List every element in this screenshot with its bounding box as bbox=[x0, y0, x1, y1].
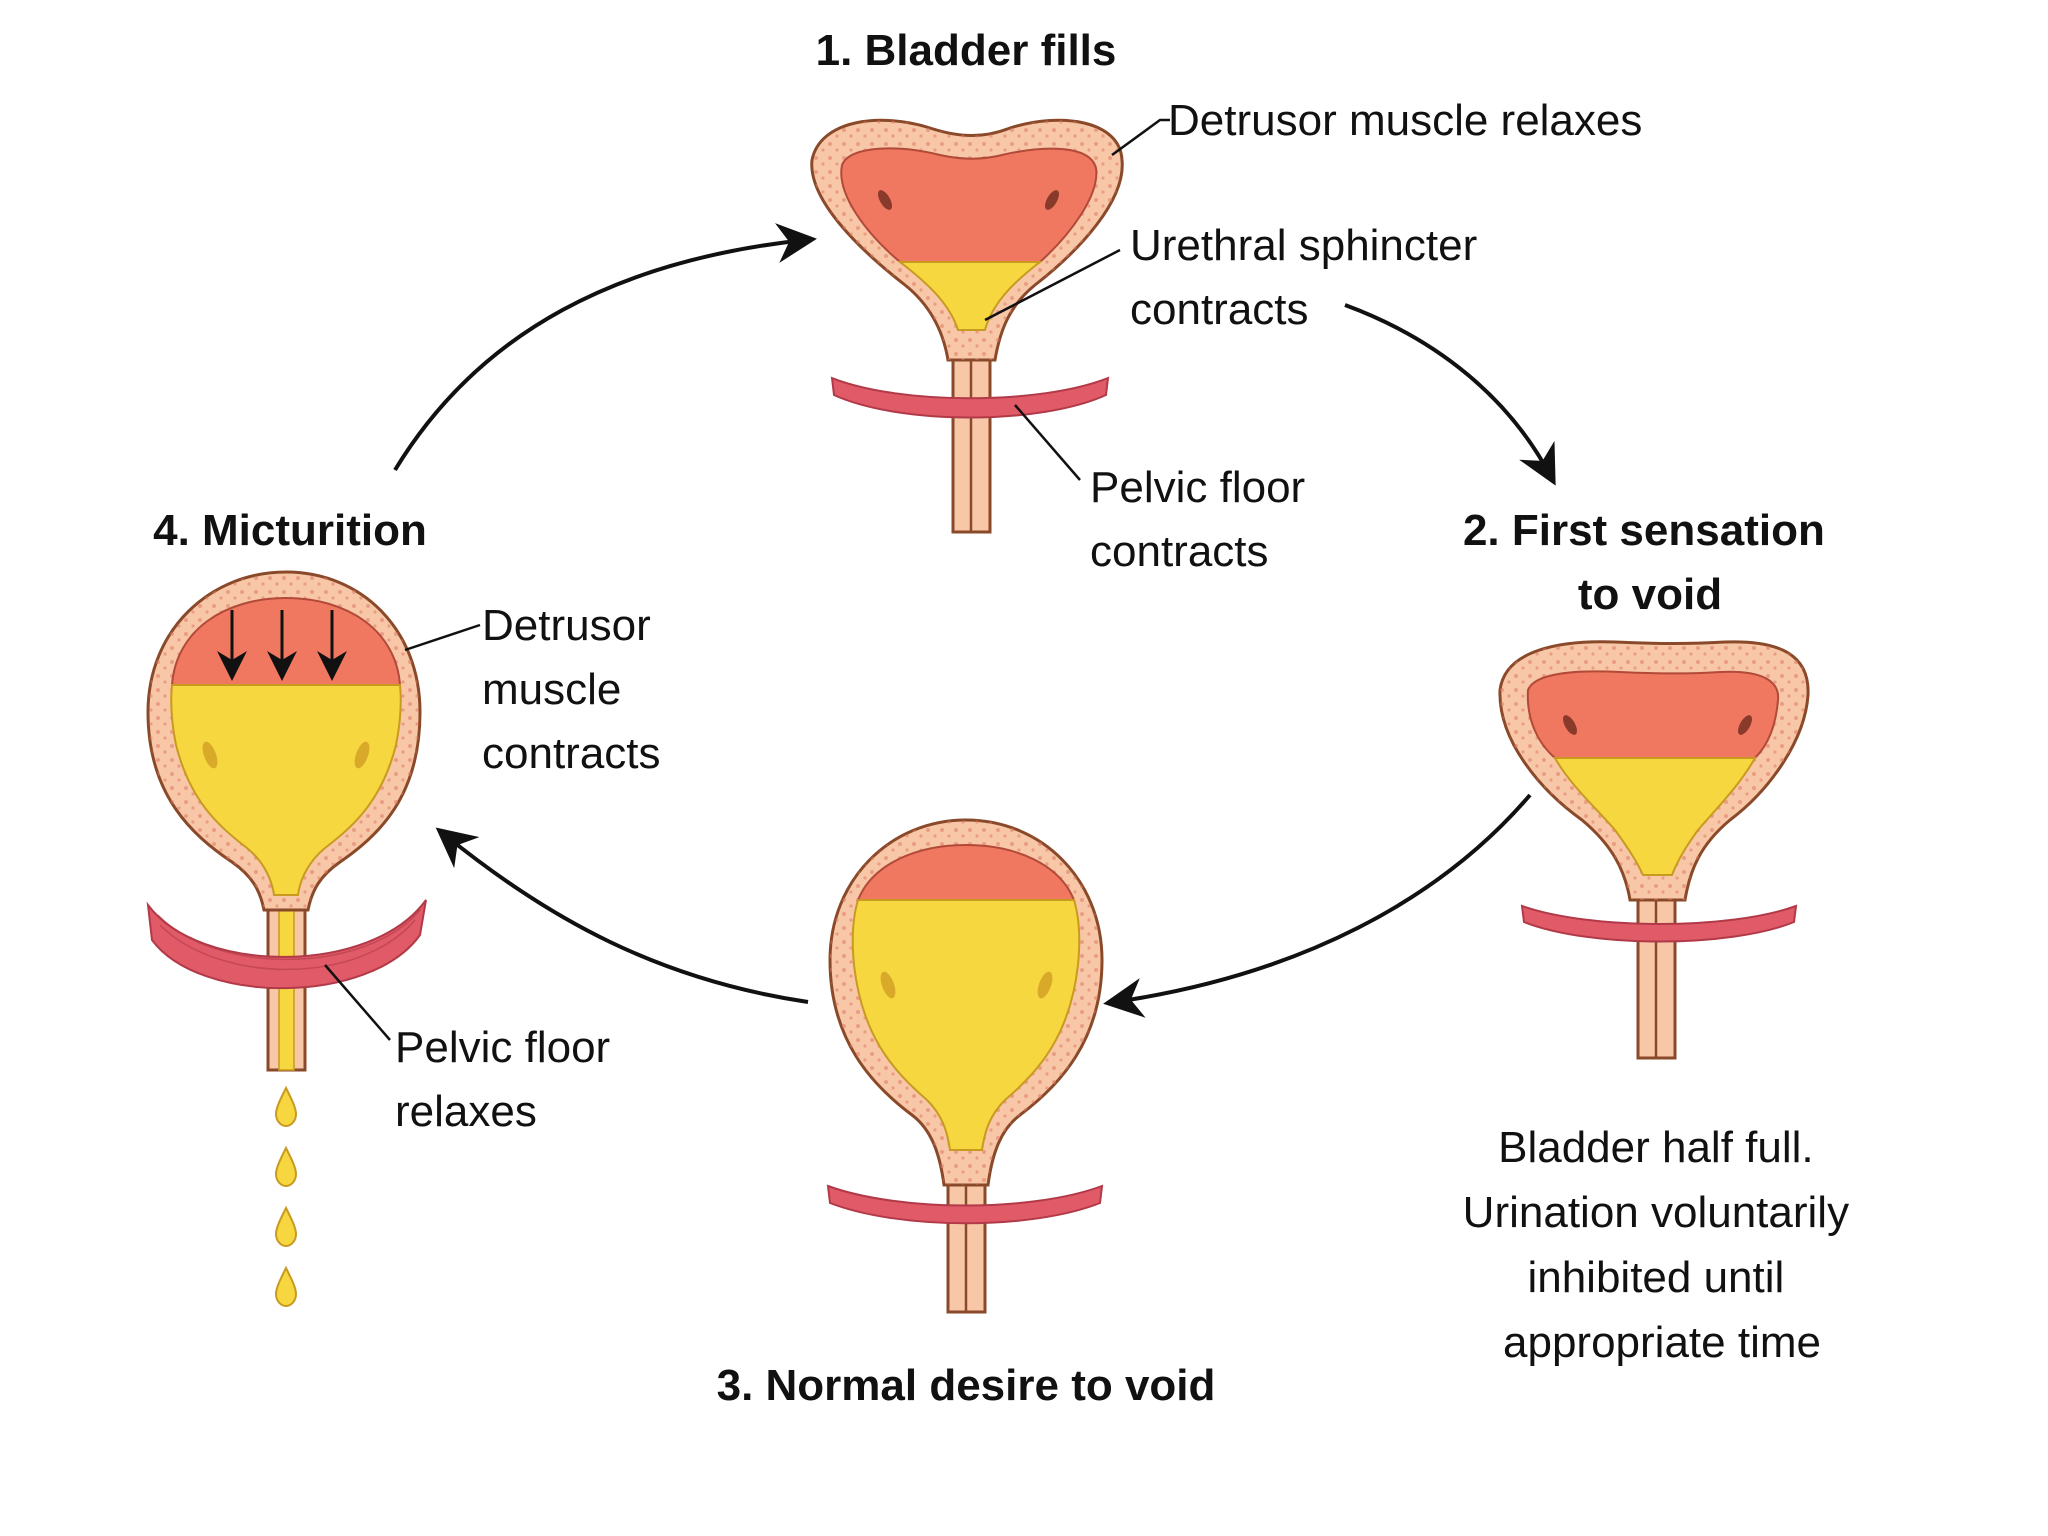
stage-2-title: 2. First sensation to void bbox=[1463, 506, 1837, 619]
stage-1-title: 1. Bladder fills bbox=[816, 26, 1117, 75]
note-line: Bladder half full. bbox=[1498, 1123, 1814, 1172]
stage-1-bladder bbox=[810, 118, 1124, 534]
urine-drops bbox=[274, 1085, 298, 1308]
label-line: Urethral sphincter bbox=[1130, 221, 1477, 270]
label-line: contracts bbox=[1090, 527, 1269, 576]
cycle-arrow-1-to-2 bbox=[1344, 303, 1556, 486]
label-line: Detrusor muscle relaxes bbox=[1168, 96, 1642, 145]
leader-detrusor-contracts bbox=[404, 623, 481, 652]
cycle-arrow-4-to-1 bbox=[393, 223, 817, 472]
note-line: Urination voluntarily bbox=[1463, 1188, 1849, 1237]
pelvic-floor bbox=[830, 376, 1110, 419]
label-detrusor-relaxes: Detrusor muscle relaxes bbox=[1168, 96, 1642, 145]
label-line: relaxes bbox=[395, 1087, 537, 1136]
stage-3-title: 3. Normal desire to void bbox=[717, 1361, 1216, 1410]
pelvic-floor bbox=[1520, 904, 1798, 943]
label-detrusor-contracts: Detrusor muscle contracts bbox=[482, 601, 663, 778]
stage-2-note: Bladder half full. Urination voluntarily… bbox=[1463, 1123, 1862, 1367]
detrusor-muscle bbox=[1526, 670, 1780, 759]
title-line: 2. First sensation bbox=[1463, 506, 1825, 555]
stage-4-bladder bbox=[146, 570, 427, 1308]
label-pelvic-floor-contracts: Pelvic floor contracts bbox=[1090, 463, 1317, 576]
leader-urethral-sphincter bbox=[984, 248, 1121, 322]
detrusor-muscle bbox=[856, 843, 1076, 901]
note-line: inhibited until bbox=[1527, 1253, 1784, 1302]
cycle-arrow-2-to-3 bbox=[1103, 793, 1532, 1018]
contraction-arrows bbox=[217, 610, 347, 681]
label-line: Pelvic floor bbox=[395, 1023, 610, 1072]
note-line: appropriate time bbox=[1503, 1318, 1821, 1367]
label-line: contracts bbox=[1130, 285, 1309, 334]
urine bbox=[1553, 757, 1757, 876]
pelvic-floor bbox=[826, 1184, 1104, 1225]
label-urethral-sphincter: Urethral sphincter contracts bbox=[1130, 221, 1490, 334]
leader-detrusor-relaxes bbox=[1111, 118, 1170, 157]
label-pelvic-floor-relaxes: Pelvic floor relaxes bbox=[395, 1023, 622, 1136]
label-line: Pelvic floor bbox=[1090, 463, 1305, 512]
stage-2-bladder bbox=[1498, 640, 1810, 1060]
leader-pelvic-floor-relaxes bbox=[324, 964, 391, 1041]
label-line: Detrusor bbox=[482, 601, 651, 650]
urine bbox=[170, 684, 402, 896]
stage-4-title: 4. Micturition bbox=[153, 506, 427, 555]
leader-pelvic-floor-contracts bbox=[1014, 404, 1081, 481]
title-line: to void bbox=[1578, 570, 1722, 619]
cycle-arrow-3-to-4 bbox=[435, 827, 809, 1004]
pelvic-floor bbox=[146, 899, 427, 990]
stage-3-bladder bbox=[826, 818, 1104, 1314]
urine bbox=[851, 899, 1081, 1151]
label-line: muscle bbox=[482, 665, 621, 714]
urine bbox=[897, 261, 1043, 331]
label-line: contracts bbox=[482, 729, 661, 778]
detrusor-muscle bbox=[840, 147, 1098, 263]
